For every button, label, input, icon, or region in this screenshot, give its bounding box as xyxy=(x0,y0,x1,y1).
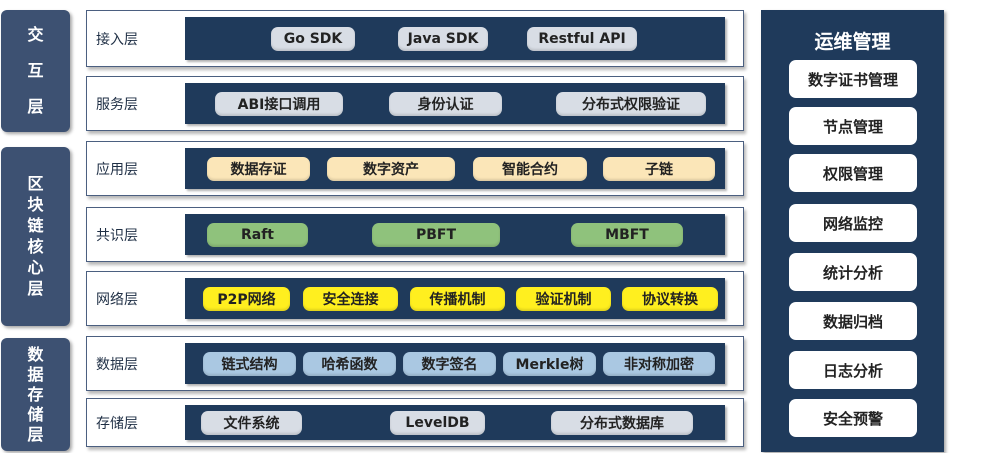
chip-leveldb: LevelDB xyxy=(390,410,485,435)
chip-merkle-tree: Merkle树 xyxy=(503,351,596,376)
chip-restful-api: Restful API xyxy=(527,26,637,51)
ops-title: 运维管理 xyxy=(814,31,891,53)
chip-go-sdk: Go SDK xyxy=(271,26,355,51)
layer-access: 接入层 Go SDK Java SDK Restful API xyxy=(86,10,744,67)
chip-file-system: 文件系统 xyxy=(201,410,302,435)
ops-item-permission: 权限管理 xyxy=(789,154,917,192)
group-char: 据 xyxy=(27,364,44,384)
chip-abi-call: ABI接口调用 xyxy=(215,91,343,116)
layer-bar: P2P网络 安全连接 传播机制 验证机制 协议转换 xyxy=(185,278,725,319)
chip-smart-contract: 智能合约 xyxy=(473,156,587,181)
group-char: 心 xyxy=(27,258,44,277)
group-char: 层 xyxy=(27,424,44,444)
layer-bar: 链式结构 哈希函数 数字签名 Merkle树 非对称加密 xyxy=(185,343,725,384)
group-char: 层 xyxy=(27,97,44,116)
chip-verification: 验证机制 xyxy=(516,286,611,311)
chip-hash-function: 哈希函数 xyxy=(303,351,396,376)
layer-consensus: 共识层 Raft PBFT MBFT xyxy=(86,207,744,262)
ops-item-alert: 安全预警 xyxy=(789,399,917,437)
group-char: 储 xyxy=(27,404,44,424)
group-data-storage: 数 据 存 储 层 xyxy=(1,338,70,451)
layer-bar: ABI接口调用 身份认证 分布式权限验证 xyxy=(185,83,725,124)
chip-data-notary: 数据存证 xyxy=(207,156,310,181)
ops-item-stats: 统计分析 xyxy=(789,253,917,291)
chip-digital-signature: 数字签名 xyxy=(403,351,496,376)
chip-protocol-conversion: 协议转换 xyxy=(622,286,718,311)
layer-network: 网络层 P2P网络 安全连接 传播机制 验证机制 协议转换 xyxy=(86,271,744,326)
layer-bar: Go SDK Java SDK Restful API xyxy=(185,17,725,60)
ops-item-node: 节点管理 xyxy=(789,107,917,145)
group-char: 层 xyxy=(27,279,44,298)
layer-data: 数据层 链式结构 哈希函数 数字签名 Merkle树 非对称加密 xyxy=(86,336,744,391)
ops-item-monitor: 网络监控 xyxy=(789,204,917,242)
chip-java-sdk: Java SDK xyxy=(398,26,488,51)
chip-distributed-db: 分布式数据库 xyxy=(551,410,693,435)
group-interaction: 交 互 层 xyxy=(1,10,70,132)
layer-bar: 文件系统 LevelDB 分布式数据库 xyxy=(185,405,725,440)
group-blockchain-core: 区 块 链 核 心 层 xyxy=(1,147,70,326)
group-char: 存 xyxy=(27,384,44,404)
layer-storage: 存储层 文件系统 LevelDB 分布式数据库 xyxy=(86,398,744,447)
chip-chain-structure: 链式结构 xyxy=(203,351,296,376)
ops-item-log: 日志分析 xyxy=(789,351,917,389)
chip-secure-connection: 安全连接 xyxy=(303,286,398,311)
layer-label: 存储层 xyxy=(96,415,138,432)
layer-application: 应用层 数据存证 数字资产 智能合约 子链 xyxy=(86,141,744,196)
ops-item-cert: 数字证书管理 xyxy=(789,60,917,98)
layer-label: 应用层 xyxy=(96,161,138,178)
chip-asymmetric-encryption: 非对称加密 xyxy=(603,351,715,376)
layer-label: 数据层 xyxy=(96,356,138,373)
layer-label: 网络层 xyxy=(96,291,138,308)
group-char: 区 xyxy=(27,174,44,193)
layer-label: 接入层 xyxy=(96,31,138,48)
chip-digital-asset: 数字资产 xyxy=(327,156,455,181)
layer-label: 服务层 xyxy=(96,96,138,113)
chip-p2p-network: P2P网络 xyxy=(203,286,290,311)
chip-identity-auth: 身份认证 xyxy=(389,91,502,116)
ops-panel: 运维管理 数字证书管理 节点管理 权限管理 网络监控 统计分析 数据归档 日志分… xyxy=(761,10,944,452)
group-char: 互 xyxy=(27,61,44,80)
chip-distributed-permission: 分布式权限验证 xyxy=(556,91,706,116)
chip-raft: Raft xyxy=(207,222,308,247)
chip-mbft: MBFT xyxy=(571,222,683,247)
layer-bar: Raft PBFT MBFT xyxy=(185,214,725,255)
ops-item-archive: 数据归档 xyxy=(789,302,917,340)
chip-sub-chain: 子链 xyxy=(603,156,715,181)
chip-propagation: 传播机制 xyxy=(410,286,505,311)
layer-service: 服务层 ABI接口调用 身份认证 分布式权限验证 xyxy=(86,76,744,131)
layer-bar: 数据存证 数字资产 智能合约 子链 xyxy=(185,148,725,189)
group-char: 链 xyxy=(27,216,44,235)
layer-label: 共识层 xyxy=(96,227,138,244)
group-char: 交 xyxy=(27,25,44,44)
group-char: 数 xyxy=(27,344,44,364)
group-char: 核 xyxy=(27,237,44,256)
group-char: 块 xyxy=(27,195,44,214)
chip-pbft: PBFT xyxy=(372,222,500,247)
